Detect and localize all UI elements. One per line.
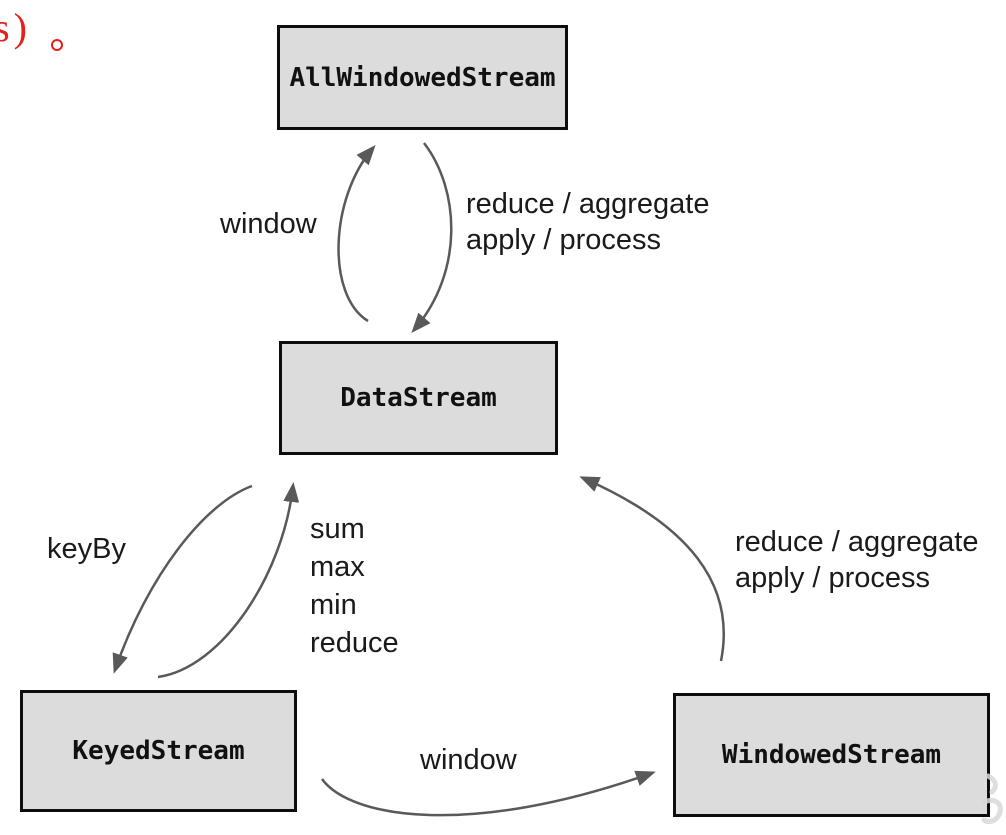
edge-label-sum-max-min-reduce: sum max min reduce [310,513,399,659]
edge-window-right [320,770,656,817]
edge-label-window-right: window [420,744,517,776]
node-datastream-label: DataStream [340,383,497,413]
edge-reduce-aggregate-down [411,142,453,334]
edge-keyby [112,484,253,674]
node-allwindowedstream: AllWindowedStream [277,25,568,130]
edge-label-keyby: keyBy [47,533,126,565]
node-keyedstream: KeyedStream [20,690,297,812]
cropped-sentence-fragment: s) [0,5,31,50]
edge-sum-max-min-reduce [157,482,300,679]
edge-label-reduce-aggregate-down: reduce / aggregate apply / process [466,188,710,256]
watermark-fragment-icon [981,773,1003,825]
node-windowedstream-label: WindowedStream [721,740,942,770]
edge-label-window-up: window [220,208,317,240]
ideographic-period-icon [51,39,63,51]
node-allwindowedstream-label: AllWindowedStream [289,62,556,93]
node-windowedstream: WindowedStream [673,693,990,817]
node-keyedstream-label: KeyedStream [72,736,245,766]
edge-window-up [337,144,376,323]
edge-reduce-aggregate-up [579,476,726,662]
edge-label-reduce-aggregate-up: reduce / aggregate apply / process [735,526,979,594]
node-datastream: DataStream [279,341,558,455]
